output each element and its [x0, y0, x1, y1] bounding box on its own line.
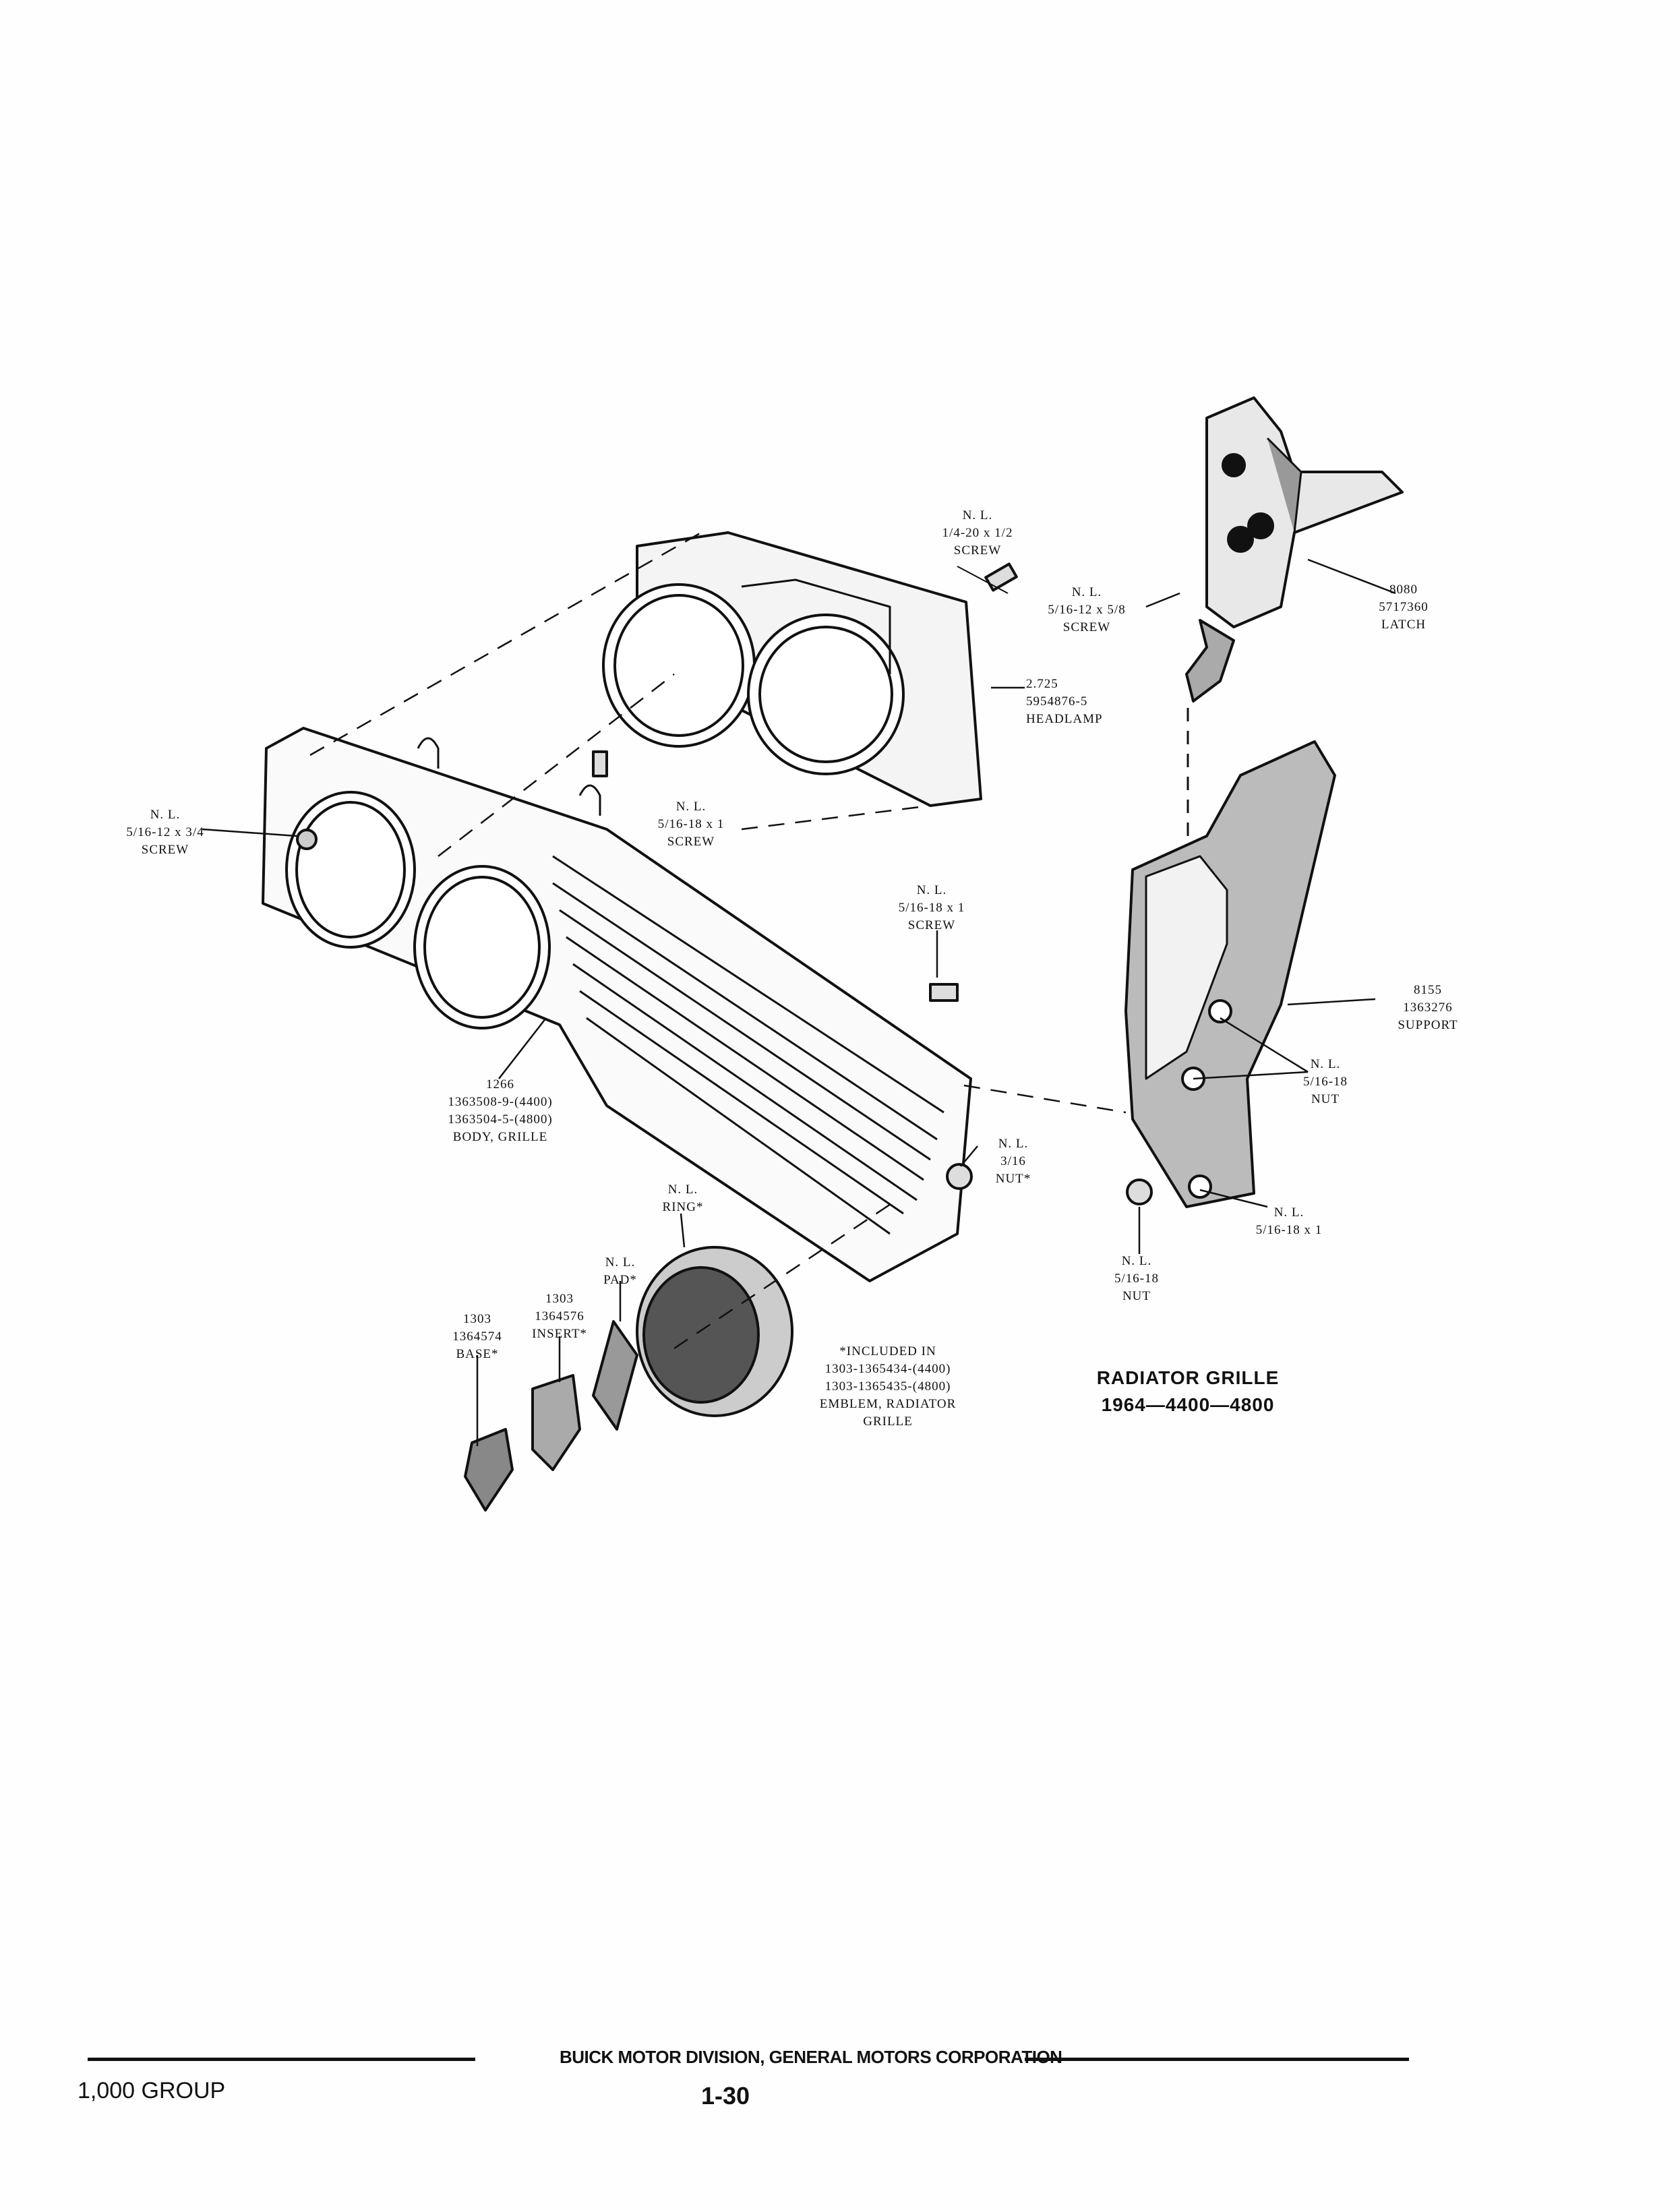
label-screw-upper: N. L. 5/16-18 x 1 SCREW: [657, 800, 725, 849]
label-nut-right: N. L. 5/16-18 NUT: [1302, 1057, 1348, 1106]
label-screw-grille-left: N. L. 5/16-12 x 3/4 SCREW: [126, 808, 204, 857]
headlamp-assembly: [602, 531, 982, 807]
latch-part: [1185, 396, 1404, 849]
label-headlamp: 2.725 5954876-5 HEADLAMP: [1026, 677, 1103, 726]
label-latch: 8080 5717360 LATCH: [1379, 583, 1429, 632]
label-nut-bottom: N. L. 5/16-18 NUT: [1114, 1254, 1160, 1303]
label-body-grille: 1266 1363508-9-(4400) 1363504-5-(4800) B…: [448, 1077, 553, 1144]
label-nut-small: N. L. 3/16 NUT*: [995, 1137, 1031, 1186]
footer-page-number: 1-30: [701, 2082, 750, 2110]
label-support: 8155 1363276 SUPPORT: [1398, 983, 1458, 1032]
support-bracket: [1124, 740, 1336, 1208]
diagram-title: RADIATOR GRILLE 1964—4400—4800: [1096, 1367, 1280, 1415]
fasteners: [592, 750, 1153, 1205]
footer-rule-left: [88, 2058, 475, 2061]
label-screw-latch: N. L. 5/16-12 x 5/8 SCREW: [1048, 585, 1126, 634]
leader-lines: [202, 531, 1396, 1446]
label-screw-mid: N. L. 5/16-18 x 1 SCREW: [898, 883, 965, 932]
label-included-note: *INCLUDED IN 1303-1365434-(4400) 1303-13…: [819, 1344, 957, 1429]
footer-publisher: BUICK MOTOR DIVISION, GENERAL MOTORS COR…: [560, 2047, 1062, 2067]
label-insert: 1303 1364576 INSERT*: [532, 1292, 587, 1341]
label-base: 1303 1364574 BASE*: [452, 1312, 502, 1361]
screw-quarter-20: [957, 562, 1018, 594]
footer-rule-right: [1025, 2058, 1409, 2061]
label-screw-lower-right: N. L. 5/16-18 x 1: [1255, 1205, 1323, 1237]
emblem-parts: [464, 1246, 793, 1512]
footer-group: 1,000 GROUP: [78, 2078, 226, 2103]
label-screw-quarter: N. L. 1/4-20 x 1/2 SCREW: [942, 508, 1013, 558]
label-ring: N. L. RING*: [662, 1183, 704, 1214]
grille-body: [262, 727, 972, 1282]
label-pad: N. L. PAD*: [603, 1255, 637, 1287]
